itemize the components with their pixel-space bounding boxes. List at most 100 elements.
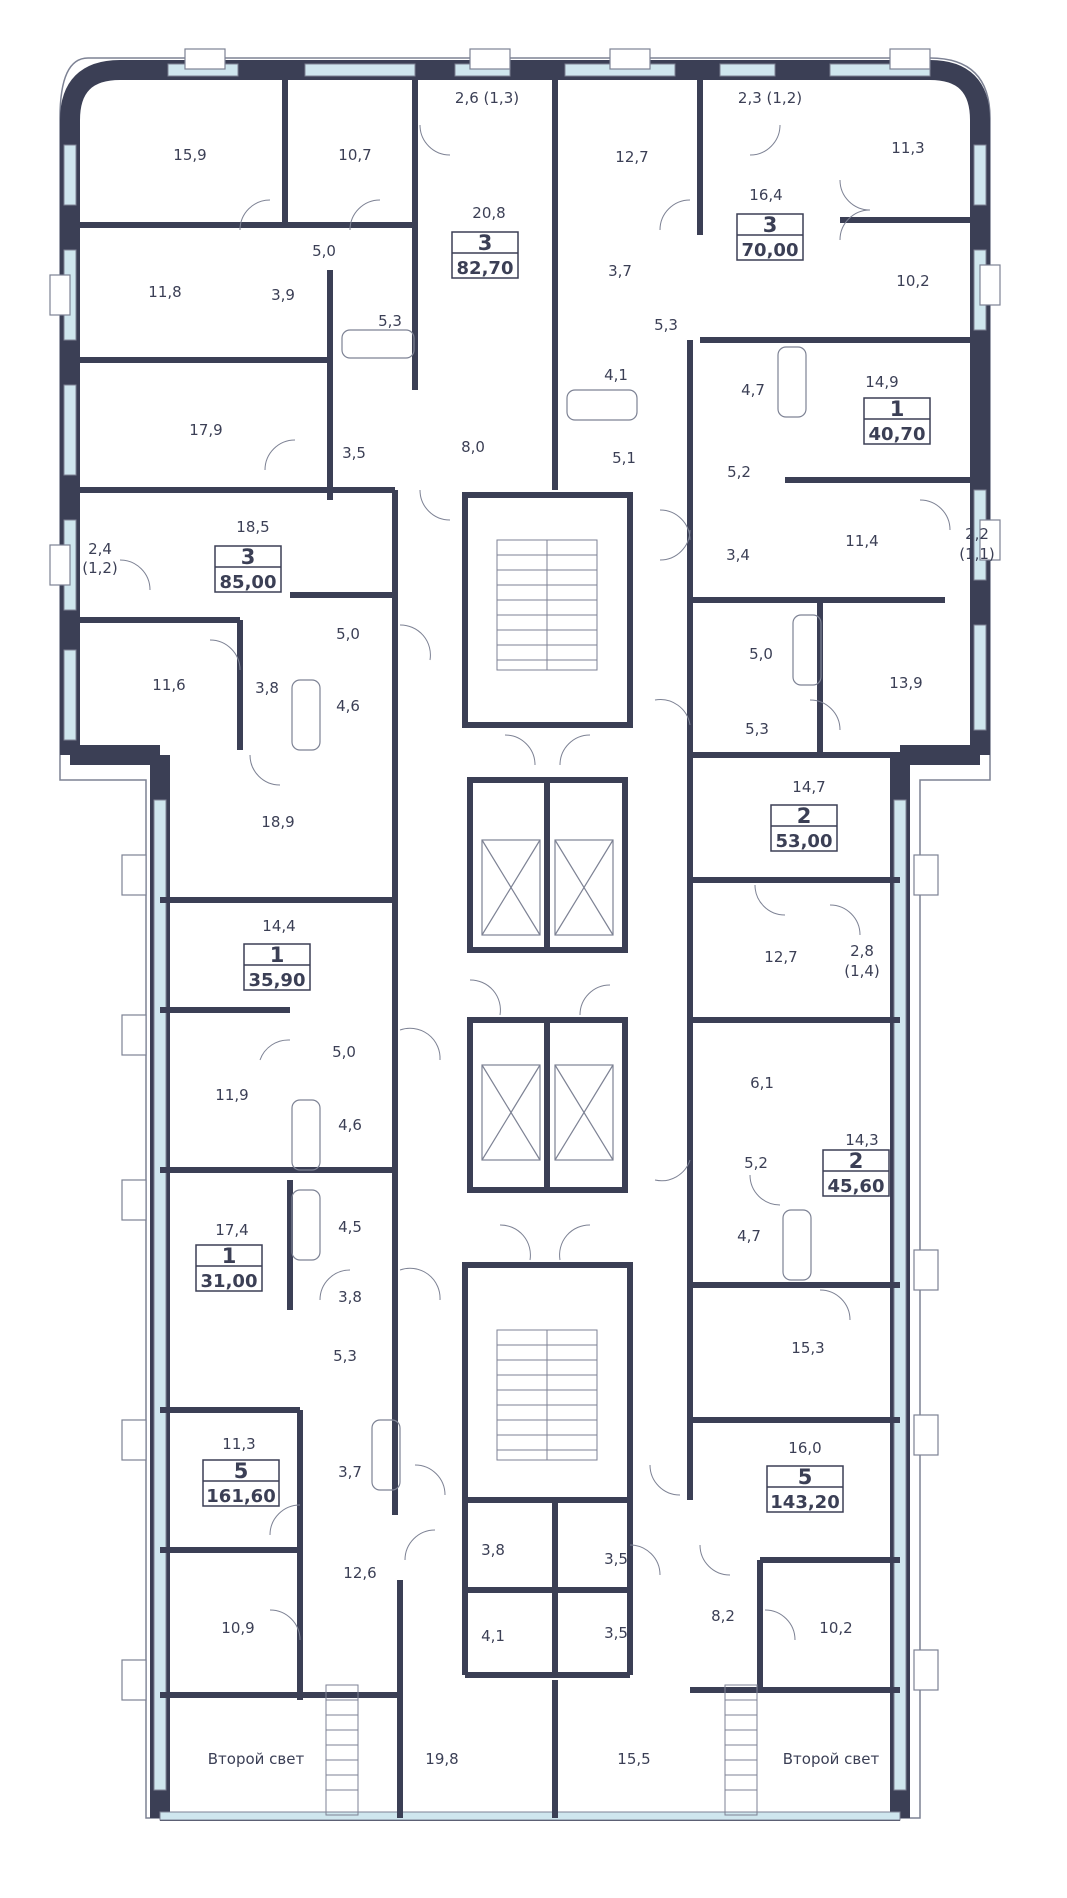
bathtubs xyxy=(291,329,822,1491)
room-area: 13,9 xyxy=(889,674,922,692)
apartment-area: 31,00 xyxy=(201,1271,258,1292)
door-swings xyxy=(119,124,951,1641)
windows xyxy=(63,63,987,1821)
room-area: 4,7 xyxy=(737,1227,761,1245)
stairs xyxy=(325,539,758,1816)
apartment-rooms: 5 xyxy=(798,1465,813,1489)
room-area: 3,5 xyxy=(604,1550,628,1568)
room-area: 10,7 xyxy=(338,146,371,164)
room-area: 12,6 xyxy=(343,1564,376,1582)
room-area: 14,4 xyxy=(262,917,295,935)
room-area: 12,7 xyxy=(764,948,797,966)
apartment-area: 53,00 xyxy=(776,831,833,852)
apartment-rooms: 2 xyxy=(797,804,812,828)
apartment-badge[interactable]: 3 70,00 xyxy=(736,213,804,261)
room-area: 19,8 xyxy=(425,1750,458,1768)
room-area: 3,8 xyxy=(255,679,279,697)
apartment-badge[interactable]: 3 82,70 xyxy=(451,231,519,279)
apartment-rooms: 1 xyxy=(270,943,285,967)
room-area: 16,4 xyxy=(749,186,782,204)
room-area: 5,3 xyxy=(654,316,678,334)
apartment-area: 35,90 xyxy=(249,970,306,991)
apartment-badges: 3 82,70 3 70,00 1 40,70 3 85,00 2 53,00 xyxy=(195,213,931,1513)
balcony-area: 2,6 (1,3) xyxy=(455,89,519,107)
room-area: 4,6 xyxy=(338,1116,362,1134)
apartment-area: 143,20 xyxy=(770,1492,839,1513)
apartment-badge[interactable]: 1 40,70 xyxy=(863,397,931,445)
room-area: 6,1 xyxy=(750,1074,774,1092)
room-area: 4,6 xyxy=(336,697,360,715)
room-area: 16,0 xyxy=(788,1439,821,1457)
apartment-rooms: 1 xyxy=(222,1244,237,1268)
room-area: 3,7 xyxy=(608,262,632,280)
room-area: 5,2 xyxy=(727,463,751,481)
room-area: 11,6 xyxy=(152,676,185,694)
room-area: 14,3 xyxy=(845,1131,878,1149)
apartment-rooms: 3 xyxy=(478,231,493,255)
balcony-area: (1,4) xyxy=(844,962,880,980)
apartment-badge[interactable]: 3 85,00 xyxy=(214,545,282,593)
balcony-area: (1,1) xyxy=(959,545,995,563)
room-area: 14,9 xyxy=(865,373,898,391)
room-area: 3,4 xyxy=(726,546,750,564)
exterior-walls xyxy=(60,60,990,1818)
room-area: 5,0 xyxy=(332,1043,356,1061)
room-area: 15,9 xyxy=(173,146,206,164)
core xyxy=(462,492,633,1503)
apartment-badge[interactable]: 2 45,60 xyxy=(822,1149,890,1197)
room-area: 5,3 xyxy=(333,1347,357,1365)
room-labels: 15,9 10,7 2,6 (1,3) 12,7 2,3 (1,2) 11,3 … xyxy=(82,89,995,1768)
room-area: 10,2 xyxy=(896,272,929,290)
apartment-badge[interactable]: 1 31,00 xyxy=(195,1244,263,1292)
apartment-rooms: 5 xyxy=(234,1459,249,1483)
apartment-area: 82,70 xyxy=(457,258,514,279)
room-area: 3,8 xyxy=(338,1288,362,1306)
apartment-badge[interactable]: 5 161,60 xyxy=(202,1459,280,1507)
room-area: 3,9 xyxy=(271,286,295,304)
room-area: 11,8 xyxy=(148,283,181,301)
balcony-area: 2,2 xyxy=(965,525,989,543)
elevator-shafts xyxy=(481,839,614,1161)
balcony-area: (1,2) xyxy=(82,559,118,577)
apartment-area: 161,60 xyxy=(206,1486,275,1507)
room-area: 12,7 xyxy=(615,148,648,166)
room-area: 17,4 xyxy=(215,1221,248,1239)
room-area: 5,3 xyxy=(378,312,402,330)
balcony-area: 2,8 xyxy=(850,942,874,960)
apartment-rooms: 1 xyxy=(890,397,905,421)
room-area: 11,3 xyxy=(222,1435,255,1453)
room-area: 4,1 xyxy=(604,366,628,384)
room-area: 15,3 xyxy=(791,1339,824,1357)
room-area: 18,5 xyxy=(236,518,269,536)
room-area: 3,7 xyxy=(338,1463,362,1481)
room-area: 5,1 xyxy=(612,449,636,467)
room-area: 14,7 xyxy=(792,778,825,796)
room-area: 4,7 xyxy=(741,381,765,399)
interior-walls xyxy=(80,80,980,1818)
room-area: 17,9 xyxy=(189,421,222,439)
balcony-area: 2,4 xyxy=(88,540,112,558)
building-outline xyxy=(59,57,991,1819)
room-area: 11,3 xyxy=(891,139,924,157)
apartment-badge[interactable]: 5 143,20 xyxy=(766,1465,844,1513)
room-area: 8,0 xyxy=(461,438,485,456)
apartment-badge[interactable]: 2 53,00 xyxy=(770,804,838,852)
apartment-area: 45,60 xyxy=(828,1176,885,1197)
apartment-area: 85,00 xyxy=(220,572,277,593)
apartment-badge[interactable]: 1 35,90 xyxy=(243,943,311,991)
room-area: 3,5 xyxy=(604,1624,628,1642)
room-area: 15,5 xyxy=(617,1750,650,1768)
room-area: 5,2 xyxy=(744,1154,768,1172)
room-area: 3,8 xyxy=(481,1541,505,1559)
room-area: 18,9 xyxy=(261,813,294,831)
window-sills xyxy=(49,48,1001,1701)
room-area: 5,0 xyxy=(312,242,336,260)
room-area: 5,0 xyxy=(336,625,360,643)
apartment-area: 40,70 xyxy=(869,424,926,445)
balcony-area: 2,3 (1,2) xyxy=(738,89,802,107)
room-area: 4,5 xyxy=(338,1218,362,1236)
room-area: 5,0 xyxy=(749,645,773,663)
room-area: 8,2 xyxy=(711,1607,735,1625)
room-area: 4,1 xyxy=(481,1627,505,1645)
